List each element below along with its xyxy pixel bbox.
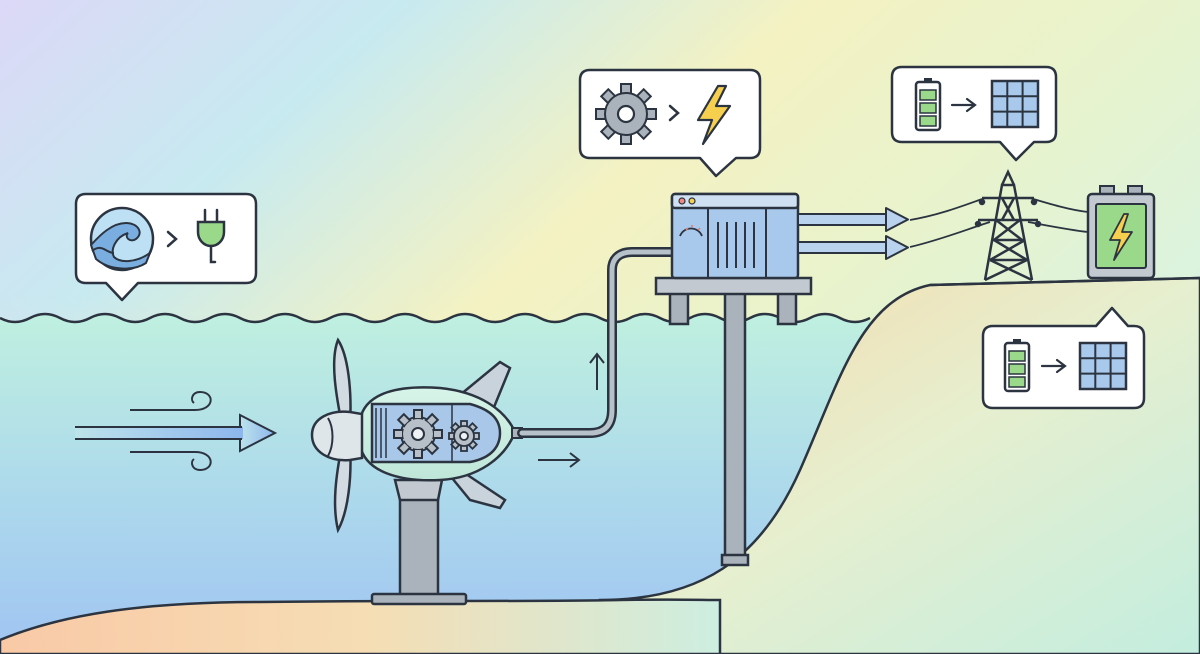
transmission-tower [974, 169, 1042, 282]
plug-icon [196, 208, 226, 264]
bubble-gear-to-bolt [578, 68, 762, 178]
grid-panel-icon [1078, 341, 1128, 391]
flow-arrows [538, 352, 605, 468]
turbine-rotor [310, 337, 364, 534]
turbine-small-gear-icon [448, 420, 480, 452]
bubble-wave-to-plug [74, 192, 258, 302]
water-surface-line [0, 312, 871, 324]
water-current-arrows [75, 390, 278, 472]
transmission-lines [909, 197, 1089, 248]
lightning-bolt-icon [696, 84, 732, 146]
wave-icon [89, 206, 155, 272]
battery-icon [914, 78, 942, 132]
bubble-battery-to-grid-bottom [981, 306, 1146, 410]
battery-icon [1003, 339, 1031, 393]
offshore-converter-station [654, 192, 813, 567]
tidal-turbine [358, 386, 523, 482]
turbine-support [370, 478, 468, 606]
storage-lightning-bolt-icon [1109, 213, 1133, 261]
turbine-large-gear-icon [393, 409, 443, 459]
battery-storage-unit [1086, 185, 1156, 280]
bubble-battery-to-grid-top [890, 65, 1058, 162]
arrow-right-icon [1040, 358, 1067, 374]
chevron-right-icon [166, 230, 178, 248]
gear-icon [595, 83, 657, 145]
arrow-right-icon [950, 97, 977, 113]
chevron-right-icon [668, 104, 680, 122]
land-surface-line [929, 276, 1200, 287]
station-output-arrows [797, 207, 909, 260]
grid-panel-icon [990, 79, 1040, 129]
